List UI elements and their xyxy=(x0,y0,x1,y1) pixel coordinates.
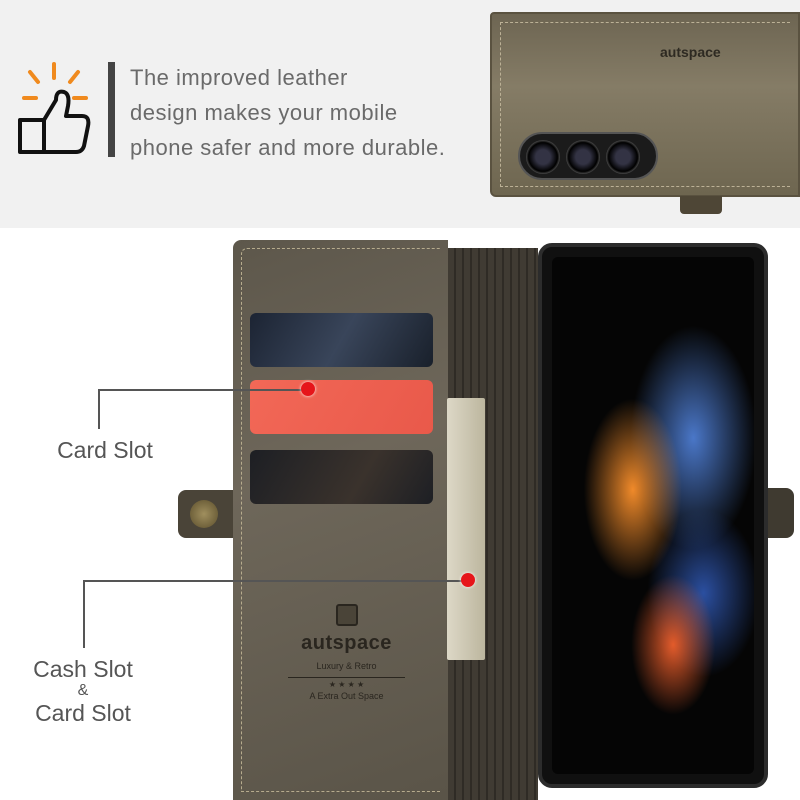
callout-line xyxy=(83,580,468,582)
thumbs-up-icon xyxy=(18,62,91,154)
label-line: Cash Slot xyxy=(33,656,133,682)
tagline: The improved leather design makes your m… xyxy=(130,60,490,165)
clasp xyxy=(680,196,722,214)
snap-button xyxy=(190,500,218,528)
phone-screen xyxy=(552,257,754,774)
case-back-photo: autspace xyxy=(490,12,800,197)
card xyxy=(250,450,433,504)
brand-slogan: Luxury & Retro xyxy=(316,661,377,671)
banknote xyxy=(447,398,485,660)
phone xyxy=(538,243,768,788)
brand-logo-icon xyxy=(335,604,358,626)
callout-dot xyxy=(461,573,475,587)
divider xyxy=(108,62,115,157)
brand-name: autspace xyxy=(301,632,392,654)
card xyxy=(250,313,433,367)
feature-banner: The improved leather design makes your m… xyxy=(0,0,800,228)
brand-emboss: autspace Luxury & Retro ★ ★ ★ ★ A Extra … xyxy=(288,604,405,701)
callout-line xyxy=(83,580,85,648)
camera-module xyxy=(518,132,658,180)
label-line: & xyxy=(77,682,89,699)
callout-dot xyxy=(301,382,315,396)
brand-mark: autspace xyxy=(660,44,721,60)
card-slot-label: Card Slot xyxy=(57,437,153,463)
cash-slot-label: Cash Slot & Card Slot xyxy=(18,656,148,726)
callout-line xyxy=(98,389,308,391)
tagline-line: phone safer and more durable. xyxy=(130,135,446,160)
brand-motto: A Extra Out Space xyxy=(309,691,384,701)
brand-stars: ★ ★ ★ ★ xyxy=(288,677,405,689)
label-line: Card Slot xyxy=(35,700,131,726)
callout-line xyxy=(98,389,100,429)
tagline-line: The improved leather xyxy=(130,65,348,90)
tagline-line: design makes your mobile xyxy=(130,100,398,125)
